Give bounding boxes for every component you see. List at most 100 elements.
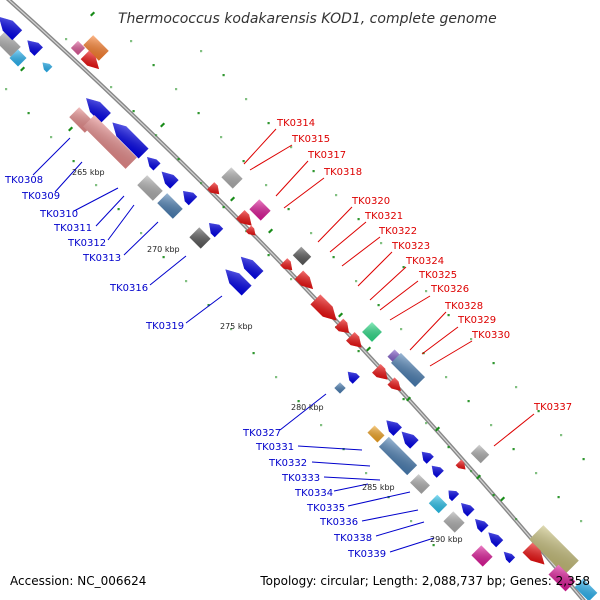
tick-dot bbox=[490, 424, 493, 427]
gene-red-l bbox=[455, 459, 466, 470]
gene-label-tk0337[interactable]: TK0337 bbox=[533, 402, 572, 413]
tick-dot bbox=[27, 112, 30, 115]
tick-dot bbox=[265, 184, 268, 187]
leader-line bbox=[369, 266, 407, 301]
tick-dot bbox=[310, 232, 313, 235]
gene-pink-c bbox=[83, 115, 137, 169]
gene-label-tk0320[interactable]: TK0320 bbox=[351, 196, 390, 207]
gene-blue-h bbox=[209, 223, 224, 238]
tick-dot bbox=[95, 184, 98, 187]
gene-grey-b bbox=[137, 175, 163, 201]
leader-line bbox=[107, 204, 135, 241]
tick-dot bbox=[197, 112, 200, 115]
gene-cyan-b bbox=[42, 62, 53, 73]
leader-line bbox=[249, 144, 293, 171]
gene-label-tk0334[interactable]: TK0334 bbox=[294, 488, 333, 499]
leader-line bbox=[347, 491, 411, 507]
tick-dot bbox=[140, 232, 143, 235]
gene-label-tk0326[interactable]: TK0326 bbox=[430, 284, 469, 295]
gene-label-tk0312[interactable]: TK0312 bbox=[67, 238, 106, 249]
gene-label-tk0328[interactable]: TK0328 bbox=[444, 301, 483, 312]
gene-label-tk0335[interactable]: TK0335 bbox=[306, 503, 345, 514]
gene-red-h-shade bbox=[334, 318, 349, 333]
leader-line bbox=[275, 160, 309, 197]
tick-dot bbox=[445, 376, 448, 379]
gene-green-a-shade bbox=[362, 322, 382, 342]
gene-blue-l-shade bbox=[386, 420, 402, 436]
gene-label-tk0323[interactable]: TK0323 bbox=[391, 241, 430, 252]
gene-label-tk0329[interactable]: TK0329 bbox=[457, 315, 496, 326]
tick-dot bbox=[515, 386, 518, 389]
leader-line bbox=[375, 521, 425, 537]
tick-mark bbox=[90, 11, 96, 17]
gene-blue-k bbox=[347, 371, 360, 384]
gene-label-tk0327[interactable]: TK0327 bbox=[242, 428, 281, 439]
gene-blue-s-shade bbox=[488, 532, 504, 548]
gene-blue-q-shade bbox=[461, 503, 475, 517]
gene-label-tk0315[interactable]: TK0315 bbox=[291, 134, 330, 145]
gene-label-tk0313[interactable]: TK0313 bbox=[82, 253, 121, 264]
gene-label-tk0325[interactable]: TK0325 bbox=[418, 270, 457, 281]
leader-line bbox=[95, 195, 125, 227]
gene-label-tk0310[interactable]: TK0310 bbox=[39, 209, 78, 220]
gene-label-tk0338[interactable]: TK0338 bbox=[333, 533, 372, 544]
gene-label-tk0339[interactable]: TK0339 bbox=[347, 549, 386, 560]
leader-line bbox=[123, 221, 159, 256]
gene-steel-d-shade bbox=[378, 436, 418, 476]
gene-red-i-shade bbox=[346, 332, 362, 348]
gene-red-c-shade bbox=[236, 210, 252, 226]
gene-blue-c-shade bbox=[86, 98, 111, 123]
tick-label-285: 285 kbp bbox=[362, 483, 395, 492]
gene-label-tk0321[interactable]: TK0321 bbox=[364, 211, 403, 222]
gene-label-tk0311[interactable]: TK0311 bbox=[53, 223, 92, 234]
tick-label-290: 290 kbp bbox=[430, 535, 463, 544]
gene-label-tk0317[interactable]: TK0317 bbox=[307, 150, 346, 161]
gene-orange-b-shade bbox=[367, 425, 385, 443]
gene-orange-a bbox=[83, 35, 109, 61]
gene-red-m bbox=[522, 542, 545, 565]
leader-line bbox=[333, 483, 369, 492]
tick-dot bbox=[200, 182, 203, 185]
gene-label-tk0308[interactable]: TK0308 bbox=[4, 175, 43, 186]
gene-label-tk0324[interactable]: TK0324 bbox=[405, 256, 444, 267]
gene-grey-d bbox=[410, 474, 430, 494]
gene-red-g bbox=[310, 294, 337, 321]
gene-pink-c-shade bbox=[83, 115, 137, 169]
gene-cyan-c bbox=[428, 494, 448, 514]
gene-red-e-shade bbox=[280, 258, 293, 271]
leaders-layer bbox=[32, 128, 535, 553]
gene-blue-e bbox=[147, 157, 161, 171]
gene-label-tk0331[interactable]: TK0331 bbox=[255, 442, 294, 453]
tick-dot bbox=[132, 110, 135, 113]
leader-line bbox=[243, 128, 277, 165]
tick-dot bbox=[402, 266, 405, 269]
tick-dot bbox=[537, 410, 540, 413]
gene-label-tk0318[interactable]: TK0318 bbox=[323, 167, 362, 178]
gene-label-tk0316[interactable]: TK0316 bbox=[109, 283, 148, 294]
tick-dot bbox=[297, 400, 300, 403]
gene-blue-p bbox=[448, 490, 460, 502]
gene-red-f bbox=[294, 270, 314, 290]
gene-orange-a-shade bbox=[83, 35, 109, 61]
gene-label-tk0330[interactable]: TK0330 bbox=[471, 330, 510, 341]
tick-dot bbox=[470, 470, 473, 473]
gene-red-k bbox=[387, 377, 401, 391]
gene-label-tk0332[interactable]: TK0332 bbox=[268, 458, 307, 469]
gene-red-b bbox=[207, 182, 220, 195]
gene-label-tk0322[interactable]: TK0322 bbox=[378, 226, 417, 237]
gene-label-tk0314[interactable]: TK0314 bbox=[276, 118, 315, 129]
tick-mark bbox=[434, 426, 441, 432]
gene-label-tk0336[interactable]: TK0336 bbox=[319, 517, 358, 528]
gene-blue-b-shade bbox=[0, 16, 23, 41]
gene-steel-a-shade bbox=[157, 193, 183, 219]
tick-dots bbox=[5, 11, 585, 562]
leader-line bbox=[409, 311, 447, 351]
gene-pink-a bbox=[70, 40, 86, 56]
gene-label-tk0333[interactable]: TK0333 bbox=[281, 473, 320, 484]
gene-label-tk0319[interactable]: TK0319 bbox=[145, 321, 184, 332]
gene-red-a-shade bbox=[80, 50, 100, 70]
gene-label-tk0309[interactable]: TK0309 bbox=[21, 191, 60, 202]
reverse-gene-labels: TK0308 TK0309 TK0310 TK0311 TK0312 TK031… bbox=[4, 175, 386, 560]
leader-line bbox=[54, 161, 83, 193]
tick-labels: 265 kbp 270 kbp 275 kbp 280 kbp 285 kbp … bbox=[72, 168, 463, 544]
